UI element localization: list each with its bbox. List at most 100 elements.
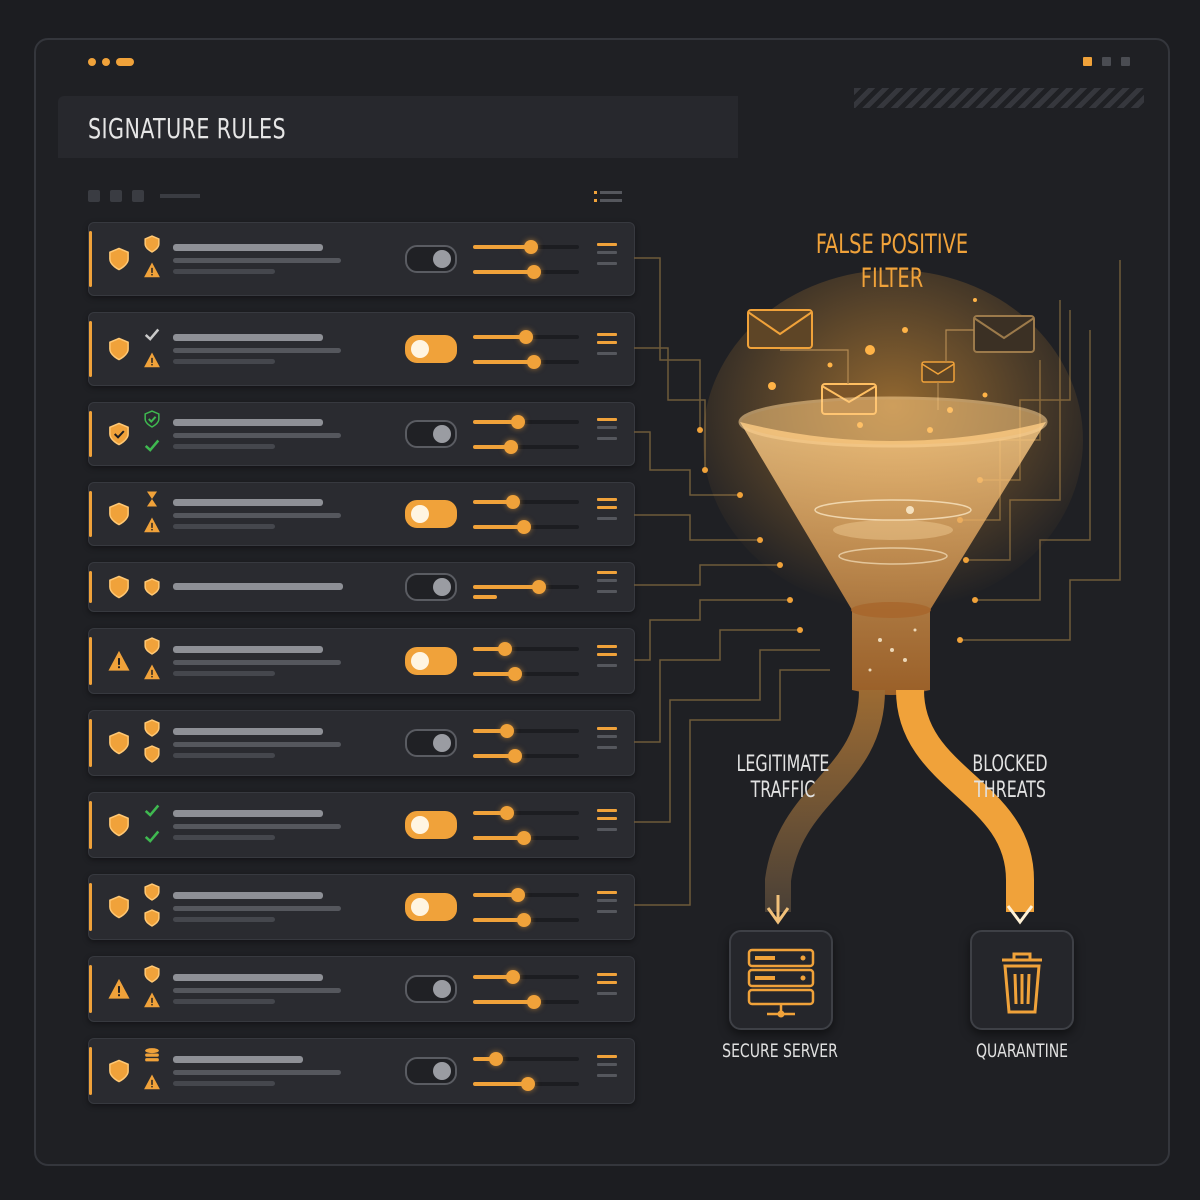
slider-thumb[interactable] [489, 1052, 504, 1066]
rule-threshold-slider[interactable] [473, 888, 579, 902]
rule-menu-icon[interactable] [597, 333, 617, 360]
rule-threshold-slider[interactable] [473, 265, 579, 279]
rule-threshold-slider[interactable] [473, 749, 579, 763]
rule-threshold-slider[interactable] [473, 1052, 579, 1066]
window-control-icon[interactable] [1083, 57, 1092, 66]
slider-thumb[interactable] [510, 415, 525, 429]
rule-toggle[interactable] [405, 893, 457, 921]
slider-thumb[interactable] [527, 995, 542, 1009]
rule-desc-placeholder [173, 824, 341, 829]
slider-thumb[interactable] [510, 888, 525, 902]
rule-threshold-slider[interactable] [473, 440, 579, 454]
rule-row[interactable] [88, 562, 635, 612]
rule-menu-icon[interactable] [597, 973, 617, 1000]
slider-thumb[interactable] [497, 642, 512, 656]
rule-name-placeholder [173, 334, 323, 341]
rule-desc-placeholder [173, 258, 341, 263]
rule-toggle[interactable] [405, 500, 457, 528]
slider-fill [473, 445, 512, 449]
rule-row[interactable] [88, 874, 635, 940]
rule-threshold-slider[interactable] [473, 415, 579, 429]
list-menu-icon[interactable] [594, 190, 624, 206]
rule-toggle[interactable] [405, 420, 457, 448]
toolbar-line [160, 194, 200, 198]
slider-thumb[interactable] [506, 970, 521, 984]
rule-threshold-slider[interactable] [473, 806, 579, 820]
toolbar-square-icon[interactable] [132, 190, 144, 202]
slider-thumb[interactable] [516, 520, 531, 534]
rule-toggle[interactable] [405, 335, 457, 363]
toolbar-square-icon[interactable] [88, 190, 100, 202]
rule-menu-icon[interactable] [597, 645, 617, 672]
rule-toggle[interactable] [405, 1057, 457, 1085]
slider-thumb[interactable] [508, 749, 523, 763]
shield-icon [144, 719, 160, 737]
rule-toggle[interactable] [405, 811, 457, 839]
rule-threshold-slider[interactable] [473, 724, 579, 738]
slider-thumb[interactable] [504, 440, 519, 454]
slider-thumb[interactable] [527, 265, 542, 279]
toolbar-square-icon[interactable] [110, 190, 122, 202]
rule-threshold-slider[interactable] [473, 913, 579, 927]
rule-menu-icon[interactable] [597, 498, 617, 525]
slider-thumb[interactable] [499, 806, 514, 820]
rule-row[interactable] [88, 312, 635, 386]
rule-toggle[interactable] [405, 975, 457, 1003]
rule-menu-icon[interactable] [597, 418, 617, 445]
shield-icon [144, 578, 160, 596]
rule-threshold-slider[interactable] [473, 580, 579, 594]
rule-toggle[interactable] [405, 729, 457, 757]
server-icon [747, 948, 815, 1018]
rule-menu-icon[interactable] [597, 571, 617, 598]
rule-menu-icon[interactable] [597, 243, 617, 270]
shield-icon [144, 909, 160, 927]
rule-row[interactable] [88, 710, 635, 776]
rule-row[interactable] [88, 1038, 635, 1104]
slider-thumb[interactable] [516, 913, 531, 927]
rule-threshold-slider[interactable] [473, 642, 579, 656]
slider-thumb[interactable] [516, 831, 531, 845]
rule-row[interactable] [88, 956, 635, 1022]
rule-desc-placeholder [173, 999, 275, 1004]
rule-threshold-slider[interactable] [473, 831, 579, 845]
rule-threshold-slider[interactable] [473, 520, 579, 534]
rule-threshold-slider[interactable] [473, 240, 579, 254]
rule-threshold-slider[interactable] [473, 355, 579, 369]
rule-threshold-slider[interactable] [473, 970, 579, 984]
rule-menu-icon[interactable] [597, 891, 617, 918]
slider-thumb[interactable] [519, 330, 533, 344]
rule-row[interactable] [88, 792, 635, 858]
rule-menu-icon[interactable] [597, 727, 617, 754]
slider-thumb[interactable] [506, 495, 521, 509]
toggle-knob [433, 1062, 451, 1080]
rule-row[interactable] [88, 482, 635, 546]
slider-thumb[interactable] [521, 1077, 536, 1091]
rule-desc-placeholder [173, 917, 275, 922]
slider-thumb[interactable] [499, 724, 514, 738]
rule-menu-icon[interactable] [597, 1055, 617, 1082]
toggle-knob [433, 578, 451, 596]
rule-threshold-slider[interactable] [473, 995, 579, 1009]
slider-thumb[interactable] [524, 240, 539, 254]
slider-thumb[interactable] [531, 580, 546, 594]
window-control-icon[interactable] [1102, 57, 1111, 66]
rule-threshold-slider[interactable] [473, 667, 579, 681]
rule-row[interactable] [88, 628, 635, 694]
rule-toggle[interactable] [405, 573, 457, 601]
rule-threshold-slider[interactable] [473, 495, 579, 509]
quarantine-box[interactable] [970, 930, 1074, 1030]
rule-row[interactable] [88, 222, 635, 296]
rule-threshold-marker [473, 595, 497, 599]
rule-menu-icon[interactable] [597, 809, 617, 836]
window-control-icon[interactable] [1121, 57, 1130, 66]
secure-server-box[interactable] [729, 930, 833, 1030]
window-controls[interactable] [1083, 57, 1130, 66]
rule-toggle[interactable] [405, 647, 457, 675]
shield-icon [109, 1059, 129, 1083]
rule-threshold-slider[interactable] [473, 1077, 579, 1091]
rule-row[interactable] [88, 402, 635, 466]
slider-thumb[interactable] [527, 355, 542, 369]
slider-thumb[interactable] [508, 667, 523, 681]
rule-threshold-slider[interactable] [473, 330, 579, 344]
rule-toggle[interactable] [405, 245, 457, 273]
